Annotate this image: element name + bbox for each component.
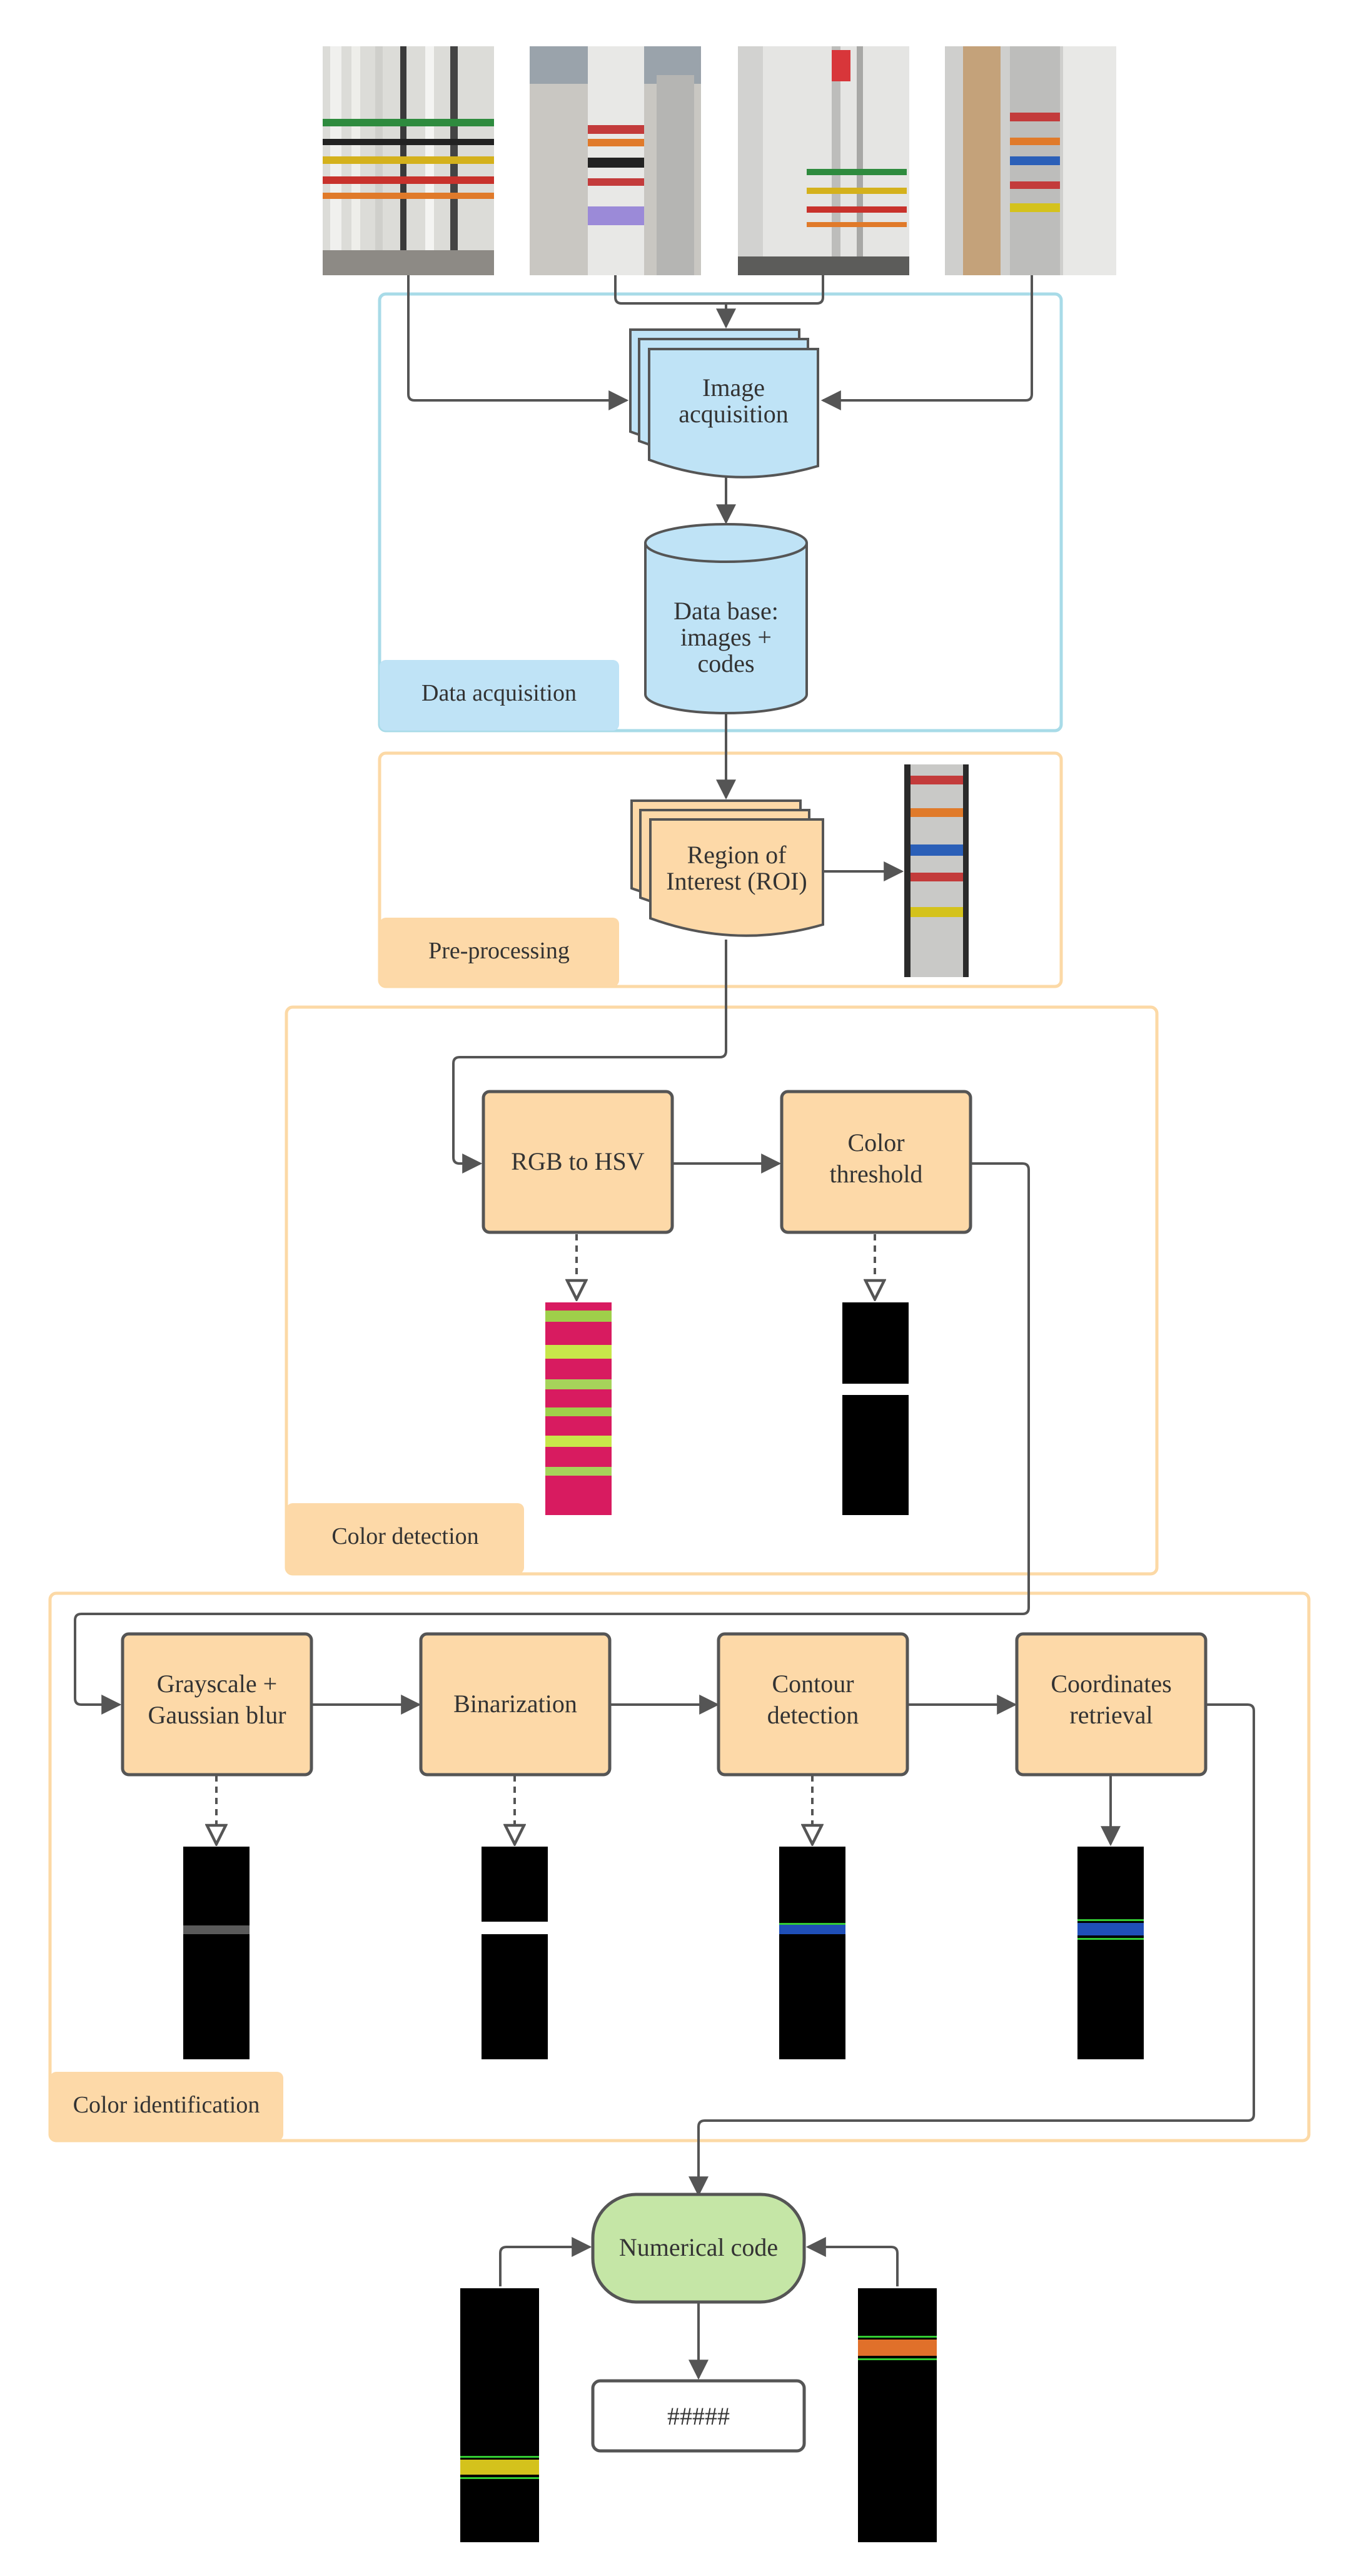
contour-detection-node <box>717 1632 909 1777</box>
database-node <box>644 523 808 714</box>
color-detection-frame <box>285 1005 1159 1576</box>
roi-line-2: Interest (ROI) <box>666 867 807 895</box>
slab-photo-2 <box>530 46 701 275</box>
pre-processing-frame <box>378 751 1063 988</box>
binarization-text: Binarization <box>453 1690 577 1718</box>
coordinates-thumbnail <box>1077 1847 1144 2059</box>
numerical-code-node <box>591 2193 806 2304</box>
coordinates-line-2: retrieval <box>1069 1701 1153 1729</box>
color-threshold-line-2: threshold <box>830 1160 923 1188</box>
slab-photo-4 <box>945 46 1116 275</box>
image-acquisition-line-2: acquisition <box>679 400 789 428</box>
contour-line-2: detection <box>767 1701 859 1729</box>
pre-processing-label: Pre-processing <box>380 918 619 986</box>
contour-line-1: Contour <box>772 1670 854 1698</box>
grayscale-line-1: Grayscale + <box>157 1670 277 1698</box>
color-detection-label-text: Color detection <box>331 1523 478 1549</box>
color-threshold-line-1: Color <box>847 1128 904 1157</box>
image-acquisition-node <box>629 328 819 479</box>
roi-slab-thumbnail <box>904 764 969 977</box>
grayscale-line-2: Gaussian blur <box>148 1701 286 1729</box>
numerical-code-text: Numerical code <box>619 2233 778 2261</box>
coordinates-retrieval-node <box>1015 1632 1208 1777</box>
dashed-connectors <box>216 1234 875 1844</box>
color-identification-label-text: Color identification <box>73 2092 260 2118</box>
grayscale-blur-node <box>121 1632 313 1777</box>
database-line-3: codes <box>697 649 754 677</box>
color-identification-frame <box>48 1591 1311 2142</box>
output-code-box <box>591 2379 806 2453</box>
database-line-1: Data base: <box>673 597 779 625</box>
example-right-thumbnail <box>858 2288 937 2542</box>
data-acquisition-frame <box>378 292 1063 733</box>
hsv-thumbnail <box>545 1302 612 1515</box>
color-detection-label: Color detection <box>286 1503 524 1574</box>
pre-processing-label-text: Pre-processing <box>428 938 570 964</box>
data-acquisition-label-text: Data acquisition <box>421 680 577 706</box>
coordinates-line-1: Coordinates <box>1051 1670 1171 1698</box>
output-code-text: ##### <box>667 2402 730 2430</box>
data-acquisition-label: Data acquisition <box>380 660 619 731</box>
threshold-thumbnail <box>842 1302 909 1515</box>
rgb-to-hsv-text: RGB to HSV <box>511 1147 644 1175</box>
connectors <box>74 275 1255 2380</box>
binarization-node <box>419 1632 612 1777</box>
example-left-thumbnail <box>460 2288 539 2542</box>
rgb-to-hsv-node <box>482 1090 674 1234</box>
color-threshold-node <box>780 1090 972 1234</box>
contour-thumbnail <box>779 1847 845 2059</box>
roi-line-1: Region of <box>687 841 787 869</box>
roi-node <box>630 799 824 937</box>
grayscale-thumbnail <box>183 1847 250 2059</box>
database-line-2: images + <box>680 623 772 651</box>
binarization-thumbnail <box>482 1847 548 2059</box>
color-identification-label: Color identification <box>50 2072 283 2141</box>
image-acquisition-line-1: Image <box>702 373 765 402</box>
slab-photo-3 <box>738 46 909 275</box>
slab-photo-1 <box>323 46 494 275</box>
